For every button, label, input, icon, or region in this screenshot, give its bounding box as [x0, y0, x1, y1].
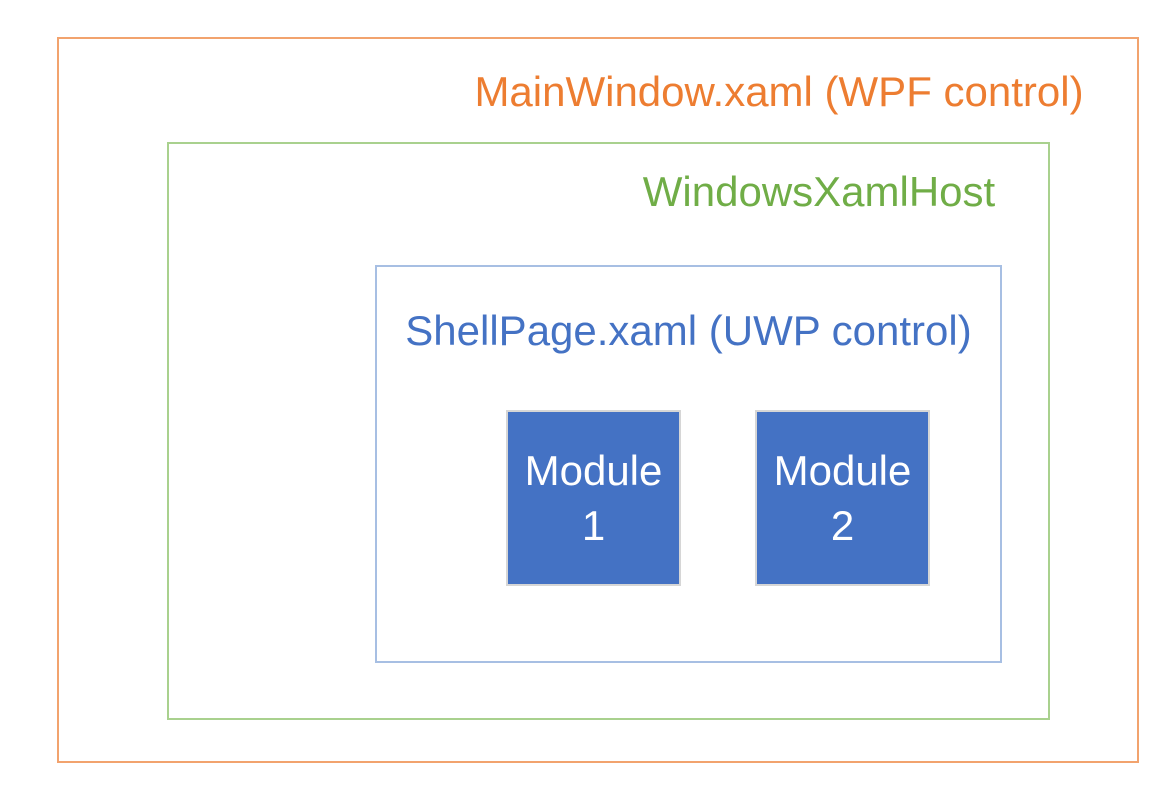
module-1-box: Module 1 — [506, 410, 681, 586]
module-2-label-line1: Module — [773, 447, 912, 494]
module-1-label-line2: 1 — [581, 502, 606, 549]
module-1-label-line1: Module — [524, 447, 663, 494]
module-2-label-line2: 2 — [830, 502, 855, 549]
mainwindow-box: MainWindow.xaml (WPF control) WindowsXam… — [57, 37, 1139, 763]
windowsxamlhost-label: WindowsXamlHost — [642, 168, 996, 215]
shellpage-box: ShellPage.xaml (UWP control) Module 1 Mo… — [375, 265, 1002, 663]
windowsxamlhost-box: WindowsXamlHost ShellPage.xaml (UWP cont… — [167, 142, 1050, 720]
mainwindow-label: MainWindow.xaml (WPF control) — [474, 68, 1084, 115]
module-2-box: Module 2 — [755, 410, 930, 586]
shellpage-label: ShellPage.xaml (UWP control) — [405, 307, 972, 354]
